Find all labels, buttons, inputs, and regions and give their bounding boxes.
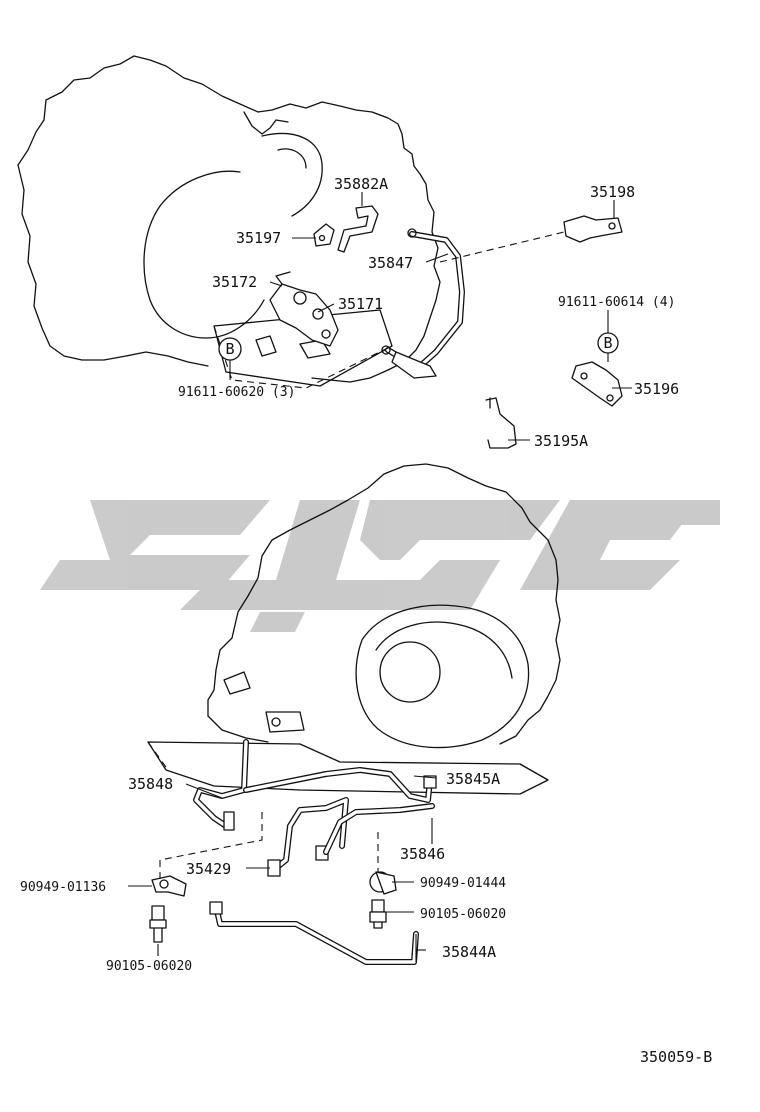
label-35882A: 35882A — [334, 175, 388, 193]
part-35195A — [485, 397, 517, 449]
label-35846: 35846 — [400, 845, 445, 863]
label-35845A: 35845A — [446, 770, 500, 788]
label-35196: 35196 — [634, 380, 679, 398]
label-35429: 35429 — [186, 860, 231, 878]
part-35847-rod — [381, 228, 465, 379]
label-91611-60620: 91611-60620 (3) — [178, 385, 295, 400]
part-35429-tube — [267, 797, 349, 877]
label-35195A: 35195A — [534, 432, 588, 450]
marker-b-right: B — [597, 332, 619, 354]
marker-b-left-text: B — [225, 340, 234, 358]
label-91611-60614: 91611-60614 (4) — [558, 295, 675, 310]
label-90105-06020-left: 90105-06020 — [106, 959, 192, 974]
part-35882A — [337, 205, 379, 253]
label-35848: 35848 — [128, 775, 173, 793]
part-labels: 35882A 35198 35197 35847 35172 35171 916… — [20, 175, 679, 974]
label-90105-06020-right: 90105-06020 — [420, 907, 506, 922]
part-90949-01444-clamp — [369, 871, 397, 895]
part-90949-01136-clamp — [151, 875, 187, 897]
leader-lines — [128, 192, 632, 962]
part-90105-06020-bolt-left — [149, 905, 167, 943]
marker-b-left: B — [218, 337, 242, 361]
part-35196 — [571, 361, 623, 407]
part-35197 — [313, 223, 335, 247]
part-35171-35172 — [269, 271, 339, 347]
label-35171: 35171 — [338, 295, 383, 313]
watermark-logo — [40, 500, 720, 632]
label-35198: 35198 — [590, 183, 635, 201]
label-35844A: 35844A — [442, 943, 496, 961]
part-35845A-tube — [243, 767, 437, 803]
label-90949-01444: 90949-01444 — [420, 876, 506, 891]
part-35844A-tube — [209, 901, 419, 965]
label-35197: 35197 — [236, 229, 281, 247]
upper-transmission-housing — [17, 55, 441, 387]
label-90949-01136: 90949-01136 — [20, 880, 106, 895]
part-90105-06020-bolt-right — [369, 899, 387, 929]
drawing-number: 350059-B — [640, 1048, 712, 1066]
part-35198 — [563, 215, 623, 243]
lower-transmission-housing — [147, 463, 561, 795]
label-35847: 35847 — [368, 254, 413, 272]
marker-b-right-text: B — [603, 334, 612, 352]
part-35846-tube — [323, 803, 435, 855]
label-35172: 35172 — [212, 273, 257, 291]
